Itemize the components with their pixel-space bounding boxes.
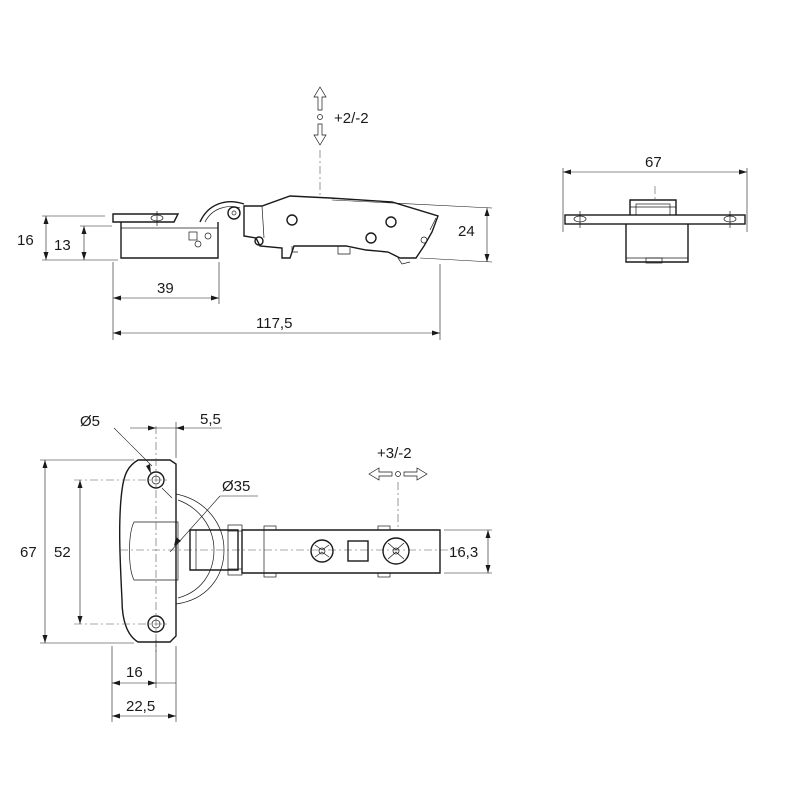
dim-cup-diameter: Ø35: [222, 478, 250, 495]
dim-arm-height: 24: [458, 223, 475, 240]
end-view: 67: [562, 154, 748, 264]
dim-total-length: 117,5: [256, 315, 292, 332]
dim-plate-depth: 22,5: [126, 698, 155, 715]
vertical-adjust-arrow-icon: [313, 86, 327, 146]
side-hinge-arm: [243, 195, 439, 259]
side-mount-plate: [112, 213, 180, 223]
adjust-screw-left-icon: [310, 539, 334, 563]
vertical-adjust-label: +2/-2: [334, 110, 369, 127]
dim-plate-height: 67: [20, 544, 37, 561]
side-cup-body: [120, 222, 219, 259]
dim-height-cup: 13: [54, 237, 71, 254]
dim-hole-diameter: Ø5: [80, 413, 100, 430]
horizontal-adjust-arrow-icon: [368, 467, 428, 481]
plan-mount-plate: [119, 459, 177, 643]
plan-view: +3/-2 Ø5 5,5 Ø35 67 52: [20, 411, 492, 722]
hinge-arm-plan: [241, 529, 441, 574]
cup-outline: [175, 493, 225, 605]
dim-hole-inset: 16: [126, 664, 143, 681]
dim-arm-width: 16,3: [449, 544, 478, 561]
horizontal-adjust-label: +3/-2: [377, 445, 412, 462]
dim-height-total: 16: [17, 232, 34, 249]
side-view: +2/-2: [17, 86, 493, 340]
dim-hole-offset: 5,5: [200, 411, 221, 428]
end-cup-body: [625, 224, 689, 263]
hinge-knuckle: [189, 529, 239, 571]
end-arm-top: [629, 199, 677, 215]
dim-cup-length: 39: [157, 280, 174, 297]
side-spring-link: [199, 201, 245, 223]
dim-plate-width: 67: [645, 154, 662, 171]
arm-square-cutout: [347, 540, 369, 562]
adjust-screw-right-icon: [382, 537, 410, 565]
end-mount-plate: [564, 214, 746, 225]
dim-hole-spacing: 52: [54, 544, 71, 561]
